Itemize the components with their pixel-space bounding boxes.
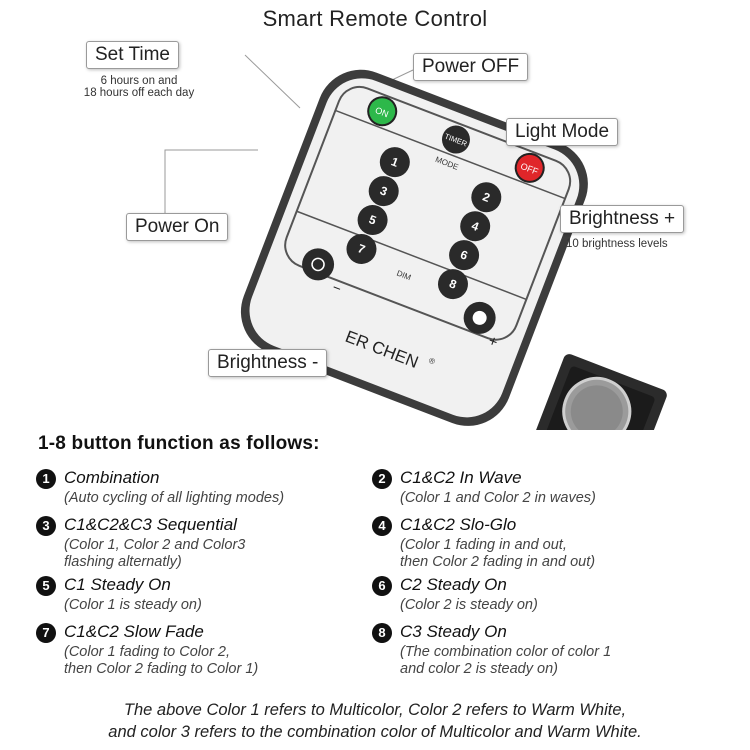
functions-heading: 1-8 button function as follows: [38,433,320,454]
off-button [514,152,545,183]
function-desc: (Color 1 fading in and out,then Color 2 … [400,537,596,570]
function-desc: (Auto cycling of all lighting modes) [64,490,285,506]
number-badge: 3 [36,516,56,536]
function-desc: (Color 2 is steady on) [400,597,538,613]
power-off-callout: Power OFF [413,53,529,81]
function-name: Combination [64,468,160,487]
svg-text:®: ® [428,356,437,367]
on-button [367,96,398,127]
function-desc: (Color 1 and Color 2 in waves) [400,490,596,506]
function-name: C2 Steady On [400,575,507,594]
svg-text:7: 7 [356,241,368,257]
number-badge: 5 [36,576,56,596]
function-name: C1 Steady On [64,575,171,594]
button-3 [368,176,399,207]
page-title: Smart Remote Control [262,6,488,31]
svg-text:2: 2 [481,190,493,206]
svg-text:3: 3 [378,183,390,199]
timer-button [441,125,470,154]
number-badge: 4 [372,516,392,536]
svg-text:1: 1 [389,154,401,170]
number-badge: 6 [372,576,392,596]
number-badge: 1 [36,469,56,489]
brightness-minus-button [302,248,335,281]
button-6 [449,240,480,271]
svg-text:5: 5 [367,212,379,228]
button-7 [346,233,377,264]
number-badge: 7 [36,623,56,643]
remote-face [249,78,580,418]
light-mode-callout: Light Mode [506,118,619,146]
brightness-plus-callout: Brightness + [560,205,685,233]
brightness-minus-callout: Brightness - [208,349,328,377]
svg-text:4: 4 [470,218,482,234]
svg-text:6: 6 [458,247,470,263]
button-4 [460,211,491,242]
power-on-callout: Power On [126,213,229,241]
function-name: C1&C2 Slow Fade [64,622,204,641]
footer-note: The above Color 1 refers to Multicolor, … [108,701,642,741]
remote-illustration: ON TIMER OFF MODE 1 2 3 4 5 6 7 8 DIM [164,54,667,430]
button-2 [471,182,502,213]
set-time-callout: Set Time [86,41,179,69]
function-name: C1&C2&C3 Sequential [64,515,237,534]
function-name: C1&C2 In Wave [400,468,522,487]
number-badge: 8 [372,623,392,643]
number-badge: 2 [372,469,392,489]
svg-text:8: 8 [447,276,459,292]
function-desc: (Color 1 fading to Color 2,then Color 2 … [64,644,259,677]
brightness-plus-note: 10 brightness levels [566,238,668,250]
button-1 [379,147,410,178]
set-time-note: 6 hours on and 18 hours off each day [83,75,195,99]
function-name: C1&C2 Slo-Glo [400,515,517,534]
set-time-leader [244,54,301,109]
button-5 [357,205,388,236]
function-desc: (Color 1 is steady on) [64,597,202,613]
function-name: C3 Steady On [400,622,507,641]
button-panel [284,85,572,341]
svg-text:ON: ON [374,105,390,119]
button-8 [437,269,468,300]
